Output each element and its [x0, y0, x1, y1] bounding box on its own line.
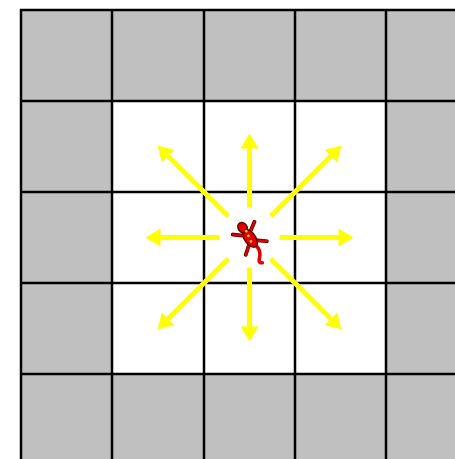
board-cell-blocked-r4-c2[interactable]	[204, 374, 295, 459]
board-cell-blocked-r1-c4[interactable]	[386, 101, 455, 192]
board-cell-blocked-r4-c4[interactable]	[386, 374, 455, 459]
board-cell-blocked-r4-c3[interactable]	[295, 374, 386, 459]
board-cell-blocked-r4-c0[interactable]	[21, 374, 112, 459]
board-cell-blocked-r3-c4[interactable]	[386, 283, 455, 374]
board-cell-blocked-r0-c3[interactable]	[295, 10, 386, 101]
board-cell-blocked-r0-c4[interactable]	[386, 10, 455, 101]
board-cell-blocked-r0-c1[interactable]	[112, 10, 204, 101]
board-cell-blocked-r2-c4[interactable]	[386, 192, 455, 283]
board-cell-blocked-r2-c0[interactable]	[21, 192, 112, 283]
board-cell-blocked-r3-c0[interactable]	[21, 283, 112, 374]
board-cell-blocked-r4-c1[interactable]	[112, 374, 204, 459]
board-cell-blocked-r1-c0[interactable]	[21, 101, 112, 192]
board-cell-blocked-r0-c2[interactable]	[204, 10, 295, 101]
board-cell-blocked-r0-c0[interactable]	[21, 10, 112, 101]
